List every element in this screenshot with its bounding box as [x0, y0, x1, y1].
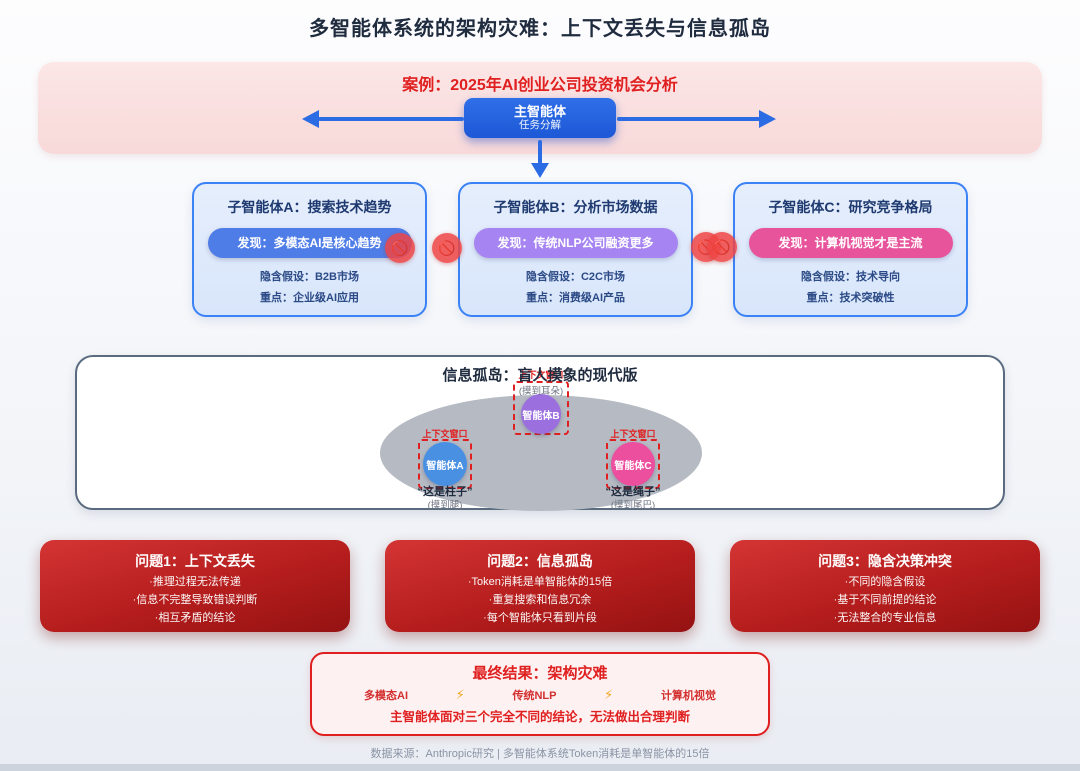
agent-a-circle: 智能体A — [423, 442, 467, 486]
touch-label-b: (摸到耳朵) — [518, 386, 564, 397]
case-banner: 案例：2025年AI创业公司投资机会分析 主智能体 任务分解 — [38, 62, 1042, 154]
arrow-right-icon — [759, 110, 776, 128]
result-item-multimodal: 多模态AI — [364, 690, 408, 702]
sub-agent-b-focus: 重点：消费级AI产品 — [526, 292, 625, 304]
arrow-left-line — [318, 117, 464, 121]
context-window-label-a: 上下文窗口 — [422, 429, 468, 439]
problem-1-bullet: ·推理过程无法传递 — [149, 576, 241, 588]
context-window-box-b — [513, 381, 569, 435]
agent-b-circle: 智能体B — [521, 394, 561, 434]
agent-a-quote: “这是柱子” — [417, 486, 473, 498]
problem-card-3: 问题3：隐含决策冲突 ·不同的隐含假设 ·基于不同前提的结论 ·无法整合的专业信… — [730, 540, 1040, 632]
context-window-label-b: 上下文窗口 — [518, 370, 564, 380]
result-title: 最终结果：架构灾难 — [472, 665, 608, 682]
sub-agent-card-b: 子智能体B：分析市场数据 发现：传统NLP公司融资更多 隐含假设：C2C市场 重… — [458, 182, 693, 317]
problem-2-bullet: ·重复搜索和信息冗余 — [488, 594, 592, 606]
touch-label-c: (摸到尾巴) — [610, 500, 656, 511]
main-agent-box: 主智能体 任务分解 — [464, 98, 616, 138]
silo-title: 信息孤岛：盲人摸象的现代版 — [442, 367, 638, 384]
main-agent-subtitle: 任务分解 — [519, 119, 561, 131]
main-agent-name: 主智能体 — [513, 104, 566, 119]
problem-1-bullet: ·相互矛盾的结论 — [154, 612, 236, 624]
arrow-right-line — [617, 117, 760, 121]
prohibited-icon: 🚫 — [707, 232, 737, 262]
sub-agent-a-assumption: 隐含假设：B2B市场 — [259, 271, 359, 283]
result-item-nlp: 传统NLP — [512, 690, 557, 702]
sub-agent-a-focus: 重点：企业级AI应用 — [260, 292, 359, 304]
arrow-down-line — [538, 140, 542, 164]
prohibited-icon: 🚫 — [432, 233, 462, 263]
lightning-icon: ⚡ — [455, 687, 465, 702]
prohibited-icon: 🚫 — [385, 233, 415, 263]
prohibited-glyph: 🚫 — [391, 239, 409, 256]
sub-agent-c-finding: 发现：计算机视觉才是主流 — [748, 228, 953, 258]
arrow-left-icon — [302, 110, 319, 128]
silo-section: 信息孤岛：盲人摸象的现代版 上下文窗口 (摸到耳朵) 智能体B 上下文窗口 智能… — [75, 355, 1005, 511]
touch-label-a: (摸到腿) — [427, 500, 463, 511]
sub-agent-c-assumption: 隐含假设：技术导向 — [801, 271, 900, 283]
problem-3-title: 问题3：隐含决策冲突 — [818, 553, 952, 569]
sub-agent-b-assumption: 隐含假设：C2C市场 — [525, 271, 625, 283]
problem-card-2: 问题2：信息孤岛 ·Token消耗是单智能体的15倍 ·重复搜索和信息冗余 ·每… — [385, 540, 695, 632]
sub-agent-a-title: 子智能体A：搜索技术趋势 — [227, 199, 392, 215]
result-box: 最终结果：架构灾难 多模态AI ⚡ 传统NLP ⚡ 计算机视觉 主智能体面对三个… — [310, 652, 770, 736]
bottom-strip — [0, 764, 1080, 771]
problem-1-title: 问题1：上下文丢失 — [135, 553, 255, 569]
lightning-icon: ⚡ — [604, 687, 614, 702]
data-source-footer: 数据来源：Anthropic研究 | 多智能体系统Token消耗是单智能体的15… — [370, 748, 710, 760]
page-title: 多智能体系统的架构灾难：上下文丢失与信息孤岛 — [309, 18, 771, 40]
context-window-box-a — [418, 439, 472, 489]
context-window-box-c — [606, 439, 660, 489]
problem-1-bullet: ·信息不完整导致错误判断 — [132, 594, 258, 606]
sub-agent-a-finding: 发现：多模态AI是核心趋势 — [207, 228, 412, 258]
agent-c-quote: “这是绳子” — [605, 486, 661, 498]
result-item-cv: 计算机视觉 — [660, 690, 716, 702]
sub-agent-c-title: 子智能体C：研究竞争格局 — [768, 199, 933, 215]
problem-3-bullet: ·无法整合的专业信息 — [833, 612, 937, 624]
prohibited-glyph: 🚫 — [438, 239, 456, 256]
result-items-row: 多模态AI ⚡ 传统NLP ⚡ 计算机视觉 — [312, 683, 768, 703]
sub-agent-card-c: 子智能体C：研究竞争格局 发现：计算机视觉才是主流 隐含假设：技术导向 重点：技… — [733, 182, 968, 317]
prohibited-glyph: 🚫 — [713, 238, 731, 255]
problem-2-title: 问题2：信息孤岛 — [487, 553, 593, 569]
case-banner-title: 案例：2025年AI创业公司投资机会分析 — [402, 77, 678, 94]
context-window-label-c: 上下文窗口 — [610, 429, 656, 439]
problem-card-1: 问题1：上下文丢失 ·推理过程无法传递 ·信息不完整导致错误判断 ·相互矛盾的结… — [40, 540, 350, 632]
problem-2-bullet: ·每个智能体只看到片段 — [483, 612, 597, 624]
problem-3-bullet: ·基于不同前提的结论 — [833, 594, 937, 606]
result-conclusion: 主智能体面对三个完全不同的结论，无法做出合理判断 — [389, 710, 690, 724]
sub-agent-c-focus: 重点：技术突破性 — [806, 292, 895, 304]
agent-c-circle: 智能体C — [611, 442, 655, 486]
sub-agent-b-finding: 发现：传统NLP公司融资更多 — [473, 228, 678, 258]
problem-2-bullet: ·Token消耗是单智能体的15倍 — [467, 576, 613, 588]
problem-3-bullet: ·不同的隐含假设 — [844, 576, 926, 588]
arrow-down-icon — [531, 163, 549, 178]
sub-agent-b-title: 子智能体B：分析市场数据 — [493, 199, 658, 215]
